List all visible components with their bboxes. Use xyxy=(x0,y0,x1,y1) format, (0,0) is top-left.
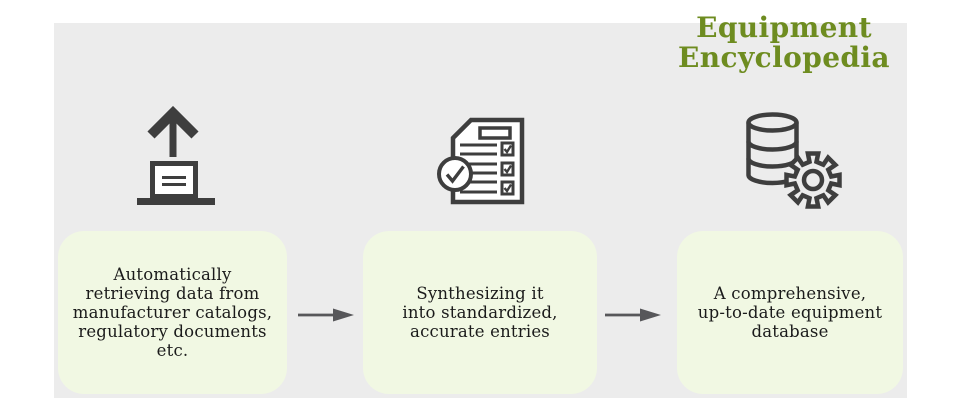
slide-title: Equipment Encyclopedia xyxy=(678,11,890,74)
database-gear-icon xyxy=(746,112,842,209)
step-card-2: Synthesizing it into standardized, accur… xyxy=(363,231,597,394)
step-card-3: A comprehensive, up-to-date equipment da… xyxy=(677,231,903,394)
step-card-3-text: A comprehensive, up-to-date equipment da… xyxy=(697,284,883,341)
upload-box-icon xyxy=(137,106,215,205)
flow-arrow-icon-2 xyxy=(605,308,661,322)
checklist-document-icon xyxy=(437,117,525,205)
step-card-1: Automatically retrieving data from manuf… xyxy=(58,231,287,394)
step-card-2-text: Synthesizing it into standardized, accur… xyxy=(402,284,558,341)
step-card-1-text: Automatically retrieving data from manuf… xyxy=(72,265,273,360)
flow-arrow-icon-1 xyxy=(298,308,354,322)
